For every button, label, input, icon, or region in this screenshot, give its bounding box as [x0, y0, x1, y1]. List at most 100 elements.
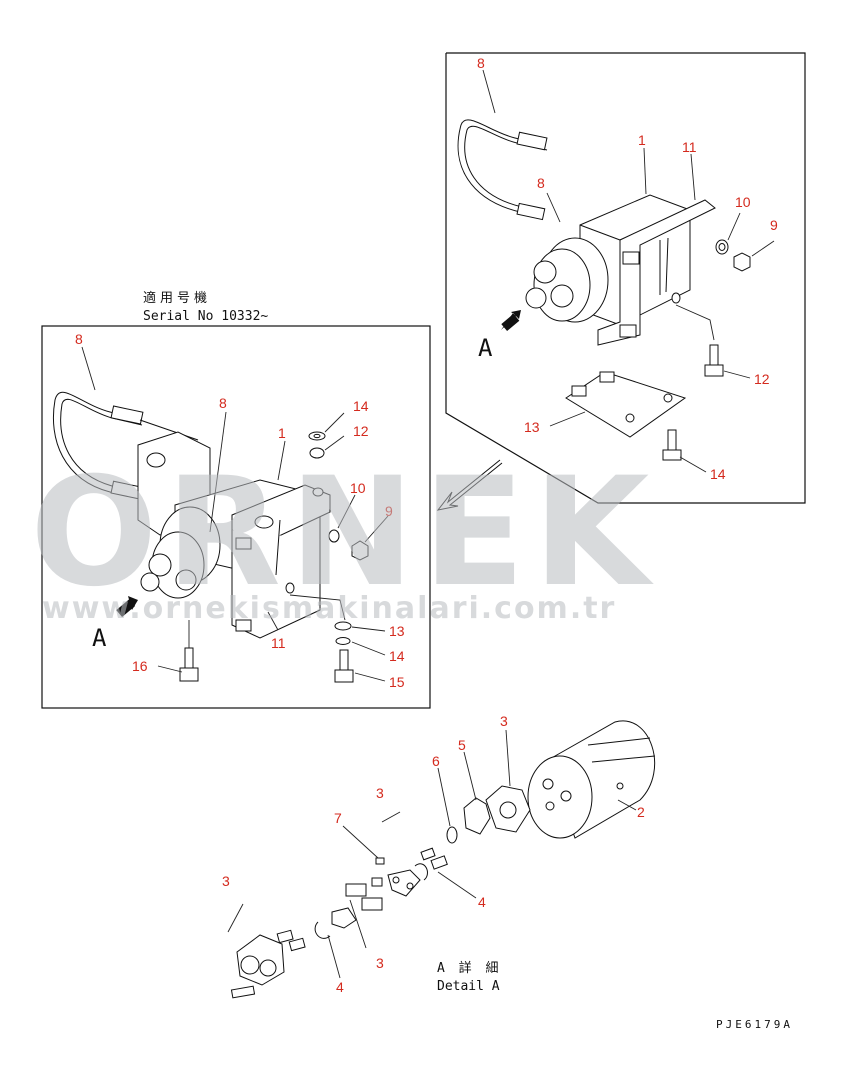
- bolt-15-head: [334, 669, 354, 683]
- bracket-hole: [285, 582, 295, 594]
- spring-clip: [414, 863, 428, 881]
- leader: [277, 440, 286, 481]
- washer-10-hole: [718, 243, 726, 251]
- link-hole-b: [406, 882, 414, 890]
- callout: 15: [389, 674, 405, 690]
- bracket-nut-b: [235, 619, 252, 632]
- watermark-brand: ORNEK: [30, 446, 657, 620]
- leader: [342, 825, 379, 859]
- bracket-nut-a: [622, 251, 640, 265]
- leader: [727, 212, 741, 241]
- gasket: [463, 797, 491, 835]
- port-side: [525, 287, 547, 309]
- leader: [546, 192, 561, 223]
- motor-screw: [616, 782, 624, 790]
- motor-end-face: [527, 755, 593, 839]
- end-cap-screw: [230, 985, 256, 999]
- leader: [351, 641, 386, 656]
- right-view: A 8 1 11 8 10 9 12 13 14: [445, 52, 806, 504]
- cable-end-lower: [516, 202, 546, 221]
- leader: [289, 594, 346, 621]
- callout: 13: [389, 623, 405, 639]
- bracket-hole: [671, 292, 681, 304]
- callout: 14: [389, 648, 405, 664]
- plate-hole-b: [663, 393, 673, 403]
- bracket-slot-2: [665, 237, 669, 293]
- callout: 1: [638, 132, 646, 148]
- callout: 2: [637, 804, 645, 820]
- u-cable-inner: [60, 398, 143, 493]
- leader: [675, 304, 715, 341]
- pin-a: [420, 847, 436, 861]
- motor-band-2: [591, 755, 656, 763]
- leader: [679, 456, 707, 473]
- leader-bracket-3: [381, 811, 401, 823]
- upper-bracket-hole: [146, 452, 166, 468]
- left-view: 適用号機 Serial No 10332~: [41, 290, 431, 709]
- motor-band: [587, 737, 651, 746]
- shaft-a: [345, 883, 367, 897]
- key-7: [375, 857, 385, 865]
- leader-bracket-3b: [349, 899, 367, 949]
- washer-10: [328, 529, 340, 543]
- callout: 7: [334, 810, 342, 826]
- nut-9: [733, 252, 751, 272]
- callout: 8: [537, 175, 545, 191]
- top-mount-hole-2: [312, 487, 324, 497]
- port-side: [140, 572, 160, 592]
- callout: 9: [385, 503, 393, 519]
- leader: [482, 69, 496, 114]
- callout: 12: [353, 423, 369, 439]
- shaft-collar: [371, 877, 383, 887]
- leader: [643, 147, 647, 195]
- cable-end-upper: [516, 131, 548, 151]
- leader: [751, 240, 775, 257]
- bolt-12-head: [704, 364, 724, 377]
- leader-bracket-3c: [227, 903, 244, 933]
- side-bracket: [231, 530, 321, 639]
- leader: [437, 871, 477, 899]
- callout: 4: [336, 979, 344, 995]
- detail-heading-jp: A 詳 細: [437, 960, 501, 976]
- link-plate-2: [331, 907, 357, 929]
- end-cap-pin-b: [288, 937, 306, 952]
- pin-b: [430, 855, 448, 870]
- plate-hole-a: [625, 413, 635, 423]
- callout: 5: [458, 737, 466, 753]
- link-hole-a: [392, 876, 400, 884]
- bracket-nut-a: [235, 537, 252, 550]
- callout: 10: [350, 480, 366, 496]
- leader: [364, 515, 389, 543]
- motor-port-a: [542, 778, 554, 790]
- watermark-url: www.ornekismakinalari.com.tr: [42, 591, 616, 626]
- motor-port-c: [545, 801, 555, 811]
- cable-end-upper: [110, 405, 144, 425]
- leader: [690, 153, 696, 201]
- callout: 10: [735, 194, 751, 210]
- drawing-code: PJE6179A: [716, 1018, 793, 1031]
- callout: 8: [75, 331, 83, 347]
- nut-9: [351, 540, 369, 561]
- leader: [209, 411, 227, 533]
- view-label-right: A: [478, 334, 493, 362]
- link-plate: [387, 869, 421, 897]
- callout: 8: [219, 395, 227, 411]
- port-upper: [533, 260, 557, 284]
- bolt-16-shank: [184, 647, 194, 671]
- u-cable-inner: [464, 125, 548, 213]
- detail-view: 3 5 6 2 7 3 3 4 3 4 A 詳 細 Detail A: [222, 713, 656, 999]
- mount-bracket: [597, 199, 716, 346]
- serial-heading-en: Serial No 10332~: [143, 309, 268, 324]
- washer-14-top-hole: [313, 433, 321, 439]
- callout: 14: [710, 466, 726, 482]
- leader: [157, 665, 183, 673]
- top-mount-hole: [254, 515, 274, 529]
- detail-heading-en: Detail A: [437, 979, 500, 994]
- callout: 6: [432, 753, 440, 769]
- callout: 14: [353, 398, 369, 414]
- port-upper: [148, 553, 172, 577]
- leader: [505, 729, 511, 787]
- view-direction-arrow: [436, 459, 503, 511]
- callout: 11: [271, 635, 286, 651]
- left-view-frame: [41, 325, 431, 709]
